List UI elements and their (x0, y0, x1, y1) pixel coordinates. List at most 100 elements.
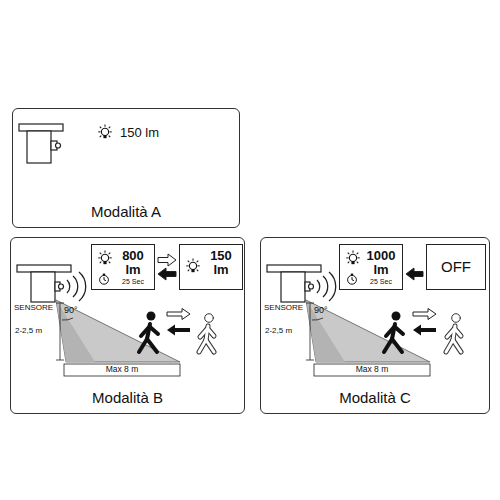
person-walking (395, 327, 403, 334)
mode-title: Modalità A (13, 203, 239, 220)
angle-label: 90° (314, 306, 328, 316)
sensor-scene-c (267, 265, 321, 302)
person-walking (392, 339, 402, 352)
lumen-box: 800 lm25 Sec (91, 244, 155, 290)
person-outline (199, 340, 206, 352)
sensor-scene-c (267, 265, 321, 272)
lamp-fixture (27, 131, 51, 163)
range-dimension: Max 8 m (356, 365, 389, 374)
lumen-value: OFF (441, 259, 471, 275)
bulb-icon (96, 250, 114, 268)
person-walking (384, 312, 403, 353)
person-outline (446, 314, 461, 352)
sensor-scene-b (56, 360, 64, 361)
person-outline (455, 329, 461, 336)
person-walking (147, 312, 156, 321)
sensor-scene-c (306, 300, 430, 362)
person-outline (199, 326, 214, 352)
person-walking (139, 339, 147, 352)
person-outline (453, 340, 461, 352)
sensor-scene-b (59, 284, 64, 289)
person-walking (150, 327, 158, 334)
timer-icon (100, 274, 109, 285)
person-outline (199, 340, 206, 352)
sensor-scene-b (56, 300, 180, 362)
person-outline (200, 329, 207, 337)
height-dimension: 2-2,5 m (265, 327, 292, 336)
sensor-scene-b (64, 364, 180, 376)
person-outline (199, 326, 214, 352)
sensor-scene-c (317, 280, 320, 293)
person-outline (206, 340, 214, 352)
bulb-icon (346, 251, 360, 265)
timer-value: 25 Sec (116, 278, 150, 285)
sensor-label: SENSORE (14, 304, 53, 313)
sensor-scene-c (306, 360, 314, 361)
person-outline (446, 326, 461, 352)
timer-icon (348, 274, 357, 285)
lumen-box: 1000 lm25 Sec (339, 244, 403, 290)
person-walking (384, 339, 392, 352)
sensor-scene-c (323, 276, 328, 297)
person-outline (455, 329, 461, 336)
sensor-scene-c (306, 300, 345, 362)
timer-icon (98, 273, 110, 285)
sensor-scene-c (281, 272, 305, 302)
transition-arrow (158, 254, 176, 266)
sensor-scene-b (73, 276, 78, 297)
mode-panel: Modalità B800 lm25 Sec150 lm (10, 237, 245, 414)
sensor-scene-c (312, 318, 323, 320)
sensor-scene-b (67, 280, 70, 293)
lumen-label: 150 lm (120, 126, 159, 140)
sensor-label: SENSORE (264, 304, 303, 313)
sensor-scene-c (306, 303, 314, 304)
timer-icon (346, 273, 358, 285)
range-dimension: Max 8 m (106, 365, 139, 374)
bulb-icon (184, 258, 202, 276)
person-walking (392, 312, 401, 321)
height-dimension: 2-2,5 m (15, 327, 42, 336)
person-outline (208, 329, 214, 336)
sensor-scene-b (31, 272, 55, 302)
lumen-value: 1000 lm (364, 249, 398, 276)
bulb-icon (98, 125, 112, 139)
sensor-scene-b (167, 309, 190, 320)
sensor-scene-b (56, 303, 64, 304)
person-walking (141, 327, 149, 336)
sensor-scene-b (56, 300, 95, 362)
sensor-scene-c (413, 309, 436, 320)
sensor-scene-b (17, 265, 71, 302)
person-outline (452, 314, 461, 323)
mode-title: Modalità B (11, 389, 244, 406)
sensor-scene-c (413, 325, 436, 336)
transition-arrow (158, 268, 176, 280)
lamp-fixture (56, 143, 61, 148)
mode-title: Modalità C (261, 389, 489, 406)
person-outline (205, 314, 214, 323)
person-walking (386, 327, 394, 336)
lumen-box: OFF (426, 244, 486, 290)
sensor-scene-b (17, 265, 71, 272)
person-walking (147, 339, 157, 352)
sensor-scene-b (67, 272, 86, 301)
bulb-icon (344, 250, 362, 268)
person-outline (446, 340, 453, 352)
person-outline (199, 314, 214, 352)
sensor-scene-b (60, 303, 61, 360)
bulb-icon (98, 251, 112, 265)
lamp-fixture (19, 124, 63, 163)
sensor-scene-b (79, 272, 86, 301)
sensor-scene-c (310, 303, 311, 360)
sensor-scene-c (317, 272, 336, 301)
mode-panel: Modalità C 1000 lm25 Sec OFF (260, 237, 490, 414)
person-outline (208, 329, 214, 336)
person-outline (446, 340, 453, 352)
person-outline (447, 329, 454, 337)
person-walking (139, 312, 158, 353)
sensor-scene-c (329, 272, 336, 301)
lamp-fixture (19, 124, 63, 131)
sensor-scene-b (62, 318, 73, 320)
person-outline (453, 340, 461, 352)
